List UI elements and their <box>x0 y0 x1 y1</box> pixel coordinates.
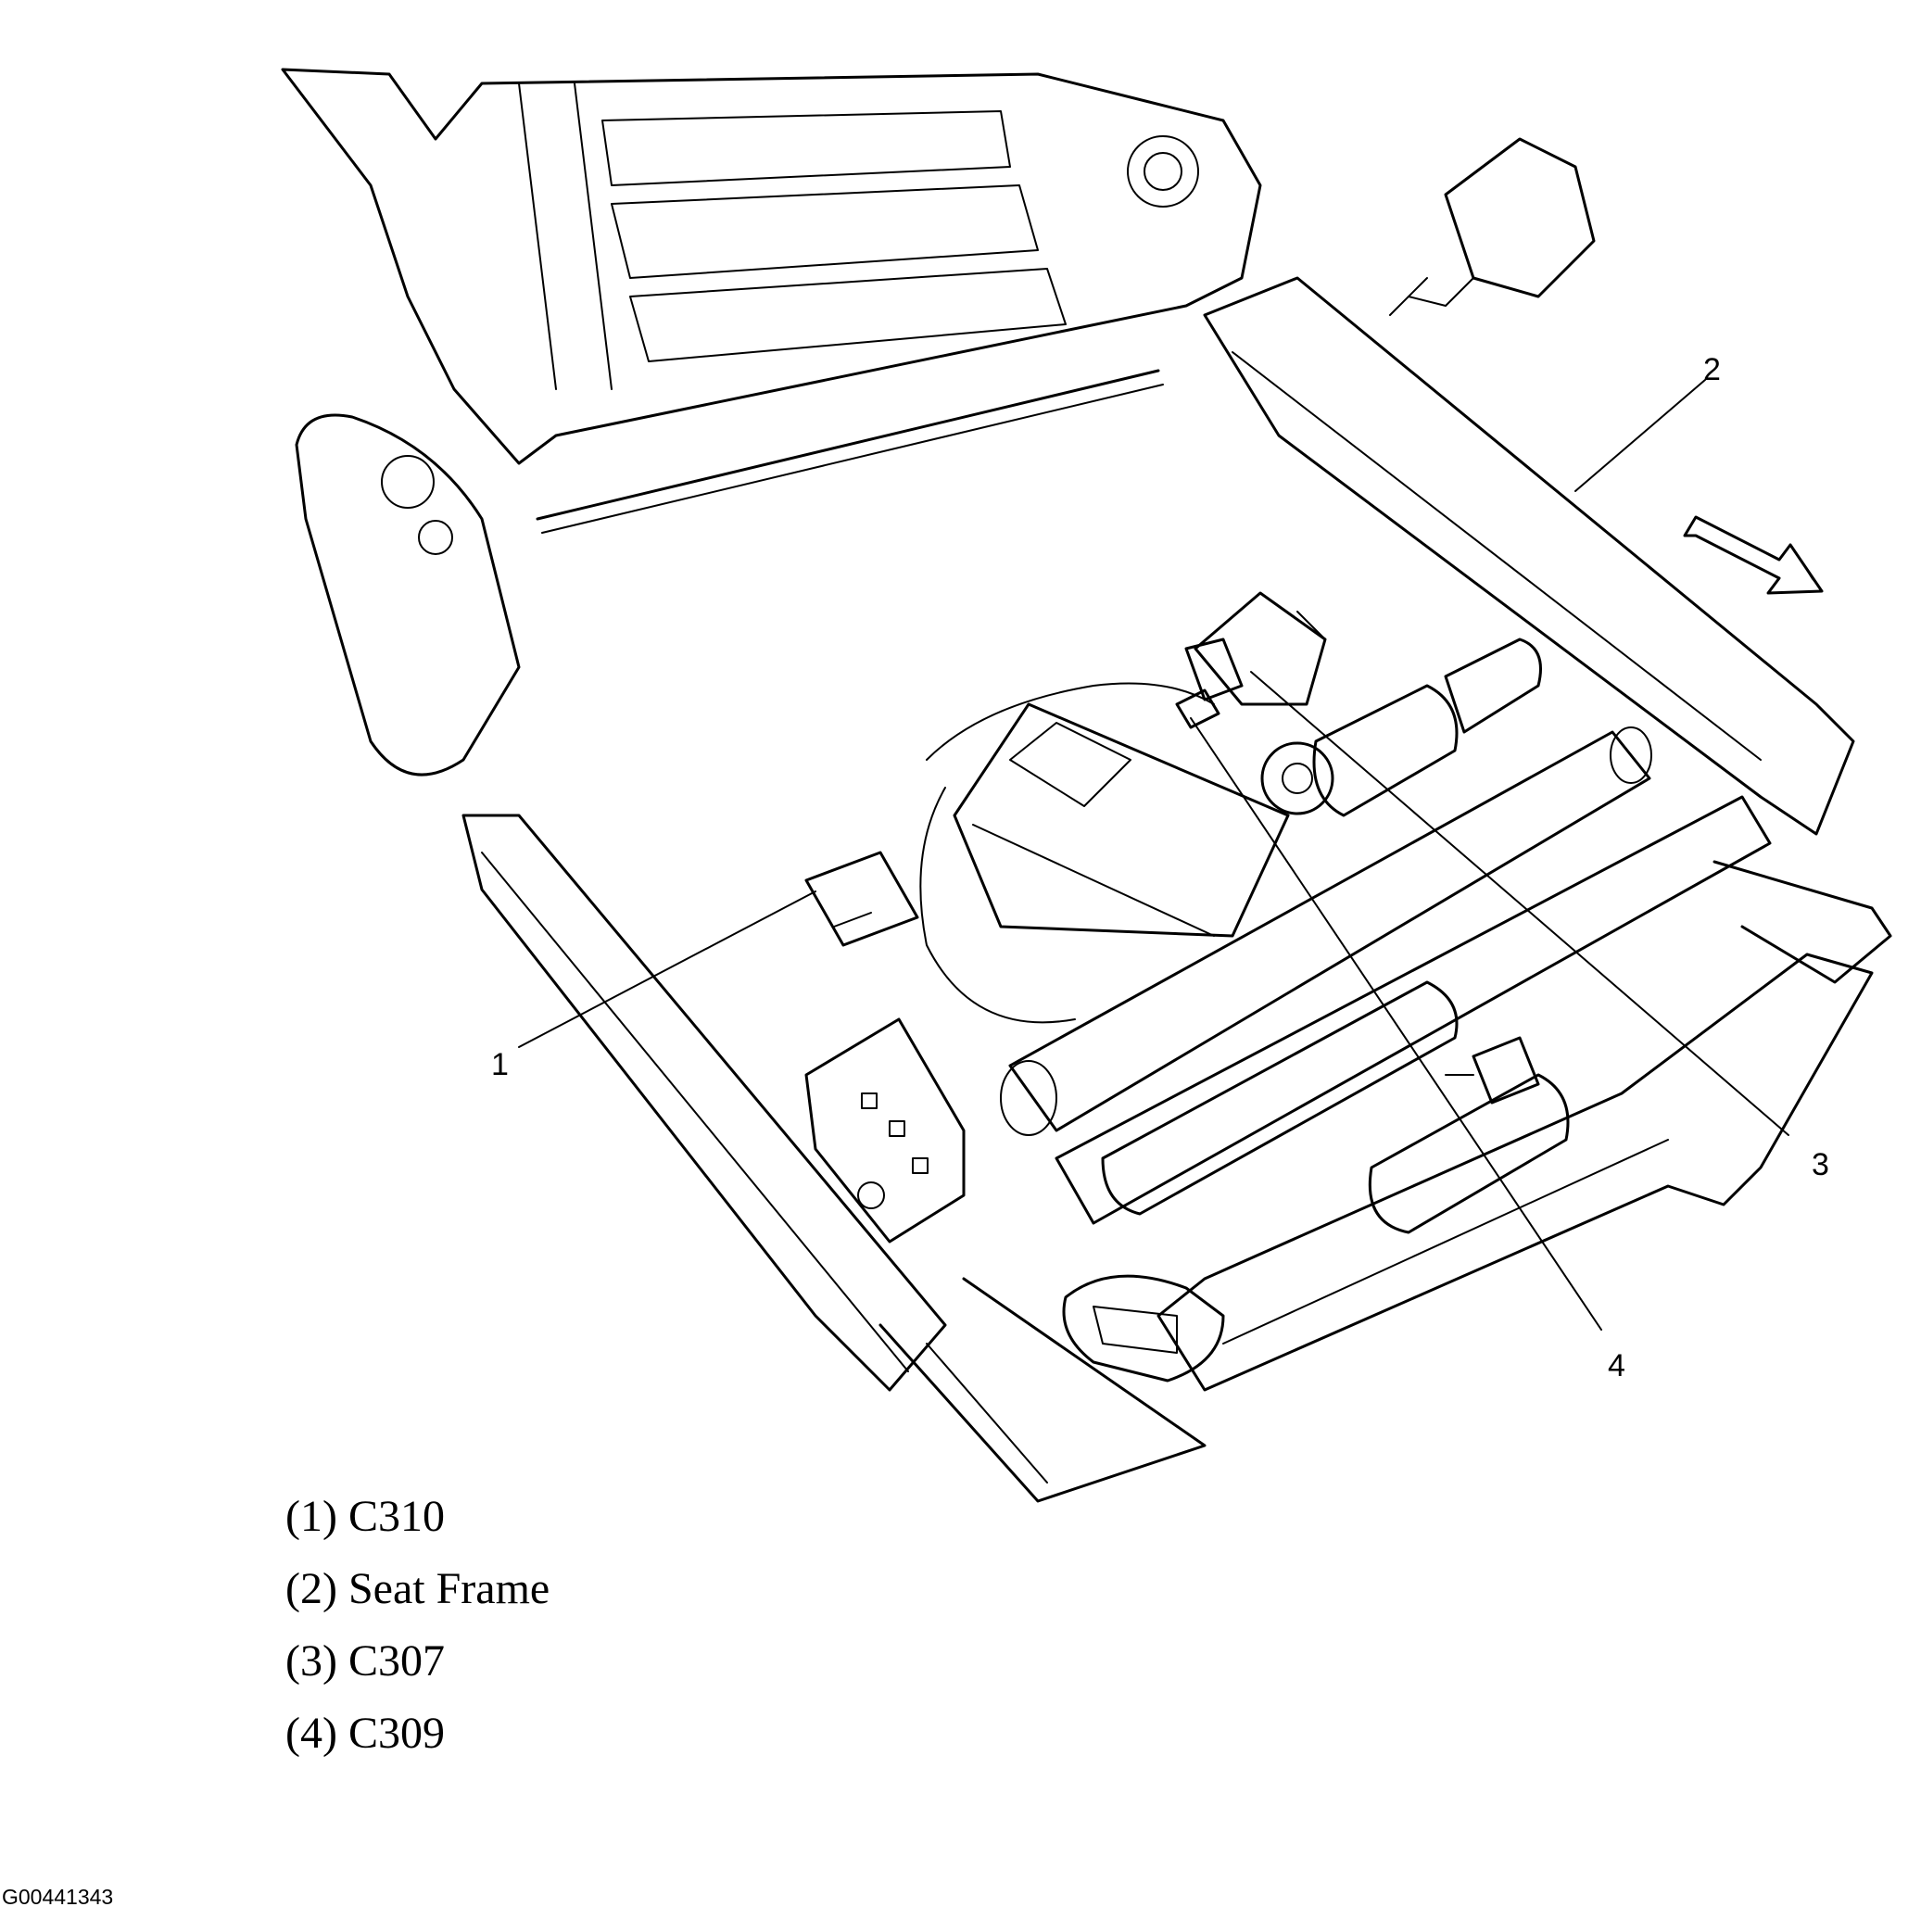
connector-c310 <box>804 851 919 947</box>
left-side-rail <box>461 814 1207 1503</box>
leader-line-1 <box>518 890 816 1048</box>
seat-control-module <box>919 682 1290 1024</box>
legend-item-c307: (3) C307 <box>285 1636 445 1686</box>
callout-3: 3 <box>1812 1147 1829 1182</box>
front-cross-tube <box>1000 726 1772 1225</box>
leader-lines <box>518 379 1789 1331</box>
callout-1: 1 <box>491 1047 509 1082</box>
legend-item-c310: (1) C310 <box>285 1492 445 1541</box>
callout-4: 4 <box>1608 1348 1625 1383</box>
figure-id: G00441343 <box>2 1885 114 1909</box>
recliner-cover <box>295 413 521 777</box>
leader-line-3 <box>1250 671 1789 1136</box>
leader-line-4 <box>1190 717 1602 1331</box>
seat-belt-buckle <box>1389 137 1596 316</box>
switch-block <box>804 1017 966 1244</box>
seat-motors <box>1101 638 1570 1234</box>
legend-item-c309: (4) C309 <box>285 1709 445 1758</box>
leader-line-2 <box>1574 379 1706 492</box>
connector-c307 <box>1194 591 1327 706</box>
legend: (1) C310 (2) Seat Frame (3) C307 (4) C30… <box>285 1481 550 1770</box>
right-side-rail <box>1203 276 1892 984</box>
seat-back-frame <box>281 68 1262 534</box>
callout-2: 2 <box>1703 352 1721 387</box>
rear-rail <box>1156 953 1874 1392</box>
forward-arrow-icon <box>1683 515 1824 595</box>
seat-switch-bezel <box>1062 1274 1225 1383</box>
harness-connector-rear <box>1445 1036 1540 1105</box>
connector-c309 <box>1175 638 1244 729</box>
legend-item-seat-frame: (2) Seat Frame <box>285 1564 550 1613</box>
